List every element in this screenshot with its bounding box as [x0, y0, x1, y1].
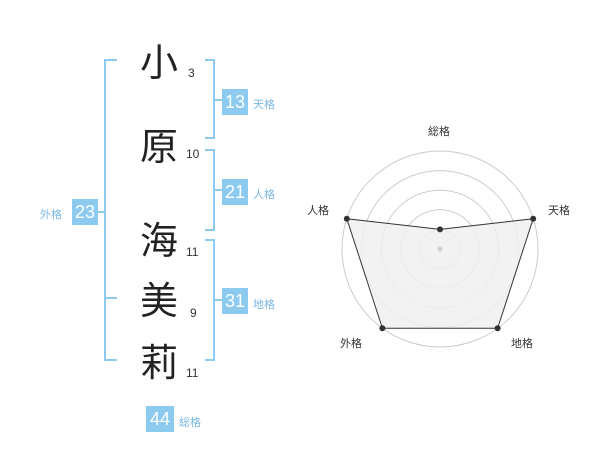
radar-point-3 — [494, 325, 501, 332]
name-char-3: 海 — [140, 219, 179, 263]
gaikaku-bracket — [104, 59, 117, 361]
soukaku-value: 44 — [146, 406, 174, 432]
tenkaku-value: 13 — [222, 89, 248, 115]
chikaku-label: 地格 — [253, 298, 275, 311]
radar-point-1 — [437, 226, 443, 233]
radar-area — [346, 218, 534, 329]
tenkaku-label: 天格 — [253, 98, 275, 111]
gaikaku-value: 23 — [72, 199, 98, 225]
name-char-1: 小 — [140, 41, 179, 85]
stroke-count-3: 11 — [186, 245, 199, 259]
radar-axis-label-5: 人格 — [307, 204, 329, 217]
radar-point-2 — [530, 215, 537, 222]
radar-ring-5 — [341, 150, 539, 348]
radar-axis-label-4: 外格 — [340, 337, 362, 350]
radar-axis-label-3: 地格 — [511, 337, 533, 350]
radar-point-5 — [343, 215, 350, 222]
jinkaku-value: 21 — [222, 179, 248, 205]
name-char-4: 美 — [140, 279, 179, 323]
gaikaku-label: 外格 — [40, 208, 62, 221]
chikaku-value: 31 — [222, 288, 248, 314]
stroke-count-2: 10 — [186, 147, 200, 161]
radar-axis-label-2: 天格 — [548, 204, 570, 217]
radar-axis-label-1: 総格 — [428, 125, 450, 138]
name-char-2: 原 — [140, 125, 179, 169]
radar-center — [437, 246, 443, 252]
jinkaku-label: 人格 — [253, 188, 275, 201]
stroke-count-5: 11 — [186, 366, 199, 380]
stroke-count-1: 3 — [188, 66, 195, 80]
radar-point-4 — [379, 325, 386, 332]
name-char-5: 莉 — [140, 341, 179, 385]
soukaku-label: 総格 — [179, 416, 201, 429]
stroke-count-4: 9 — [190, 306, 197, 320]
